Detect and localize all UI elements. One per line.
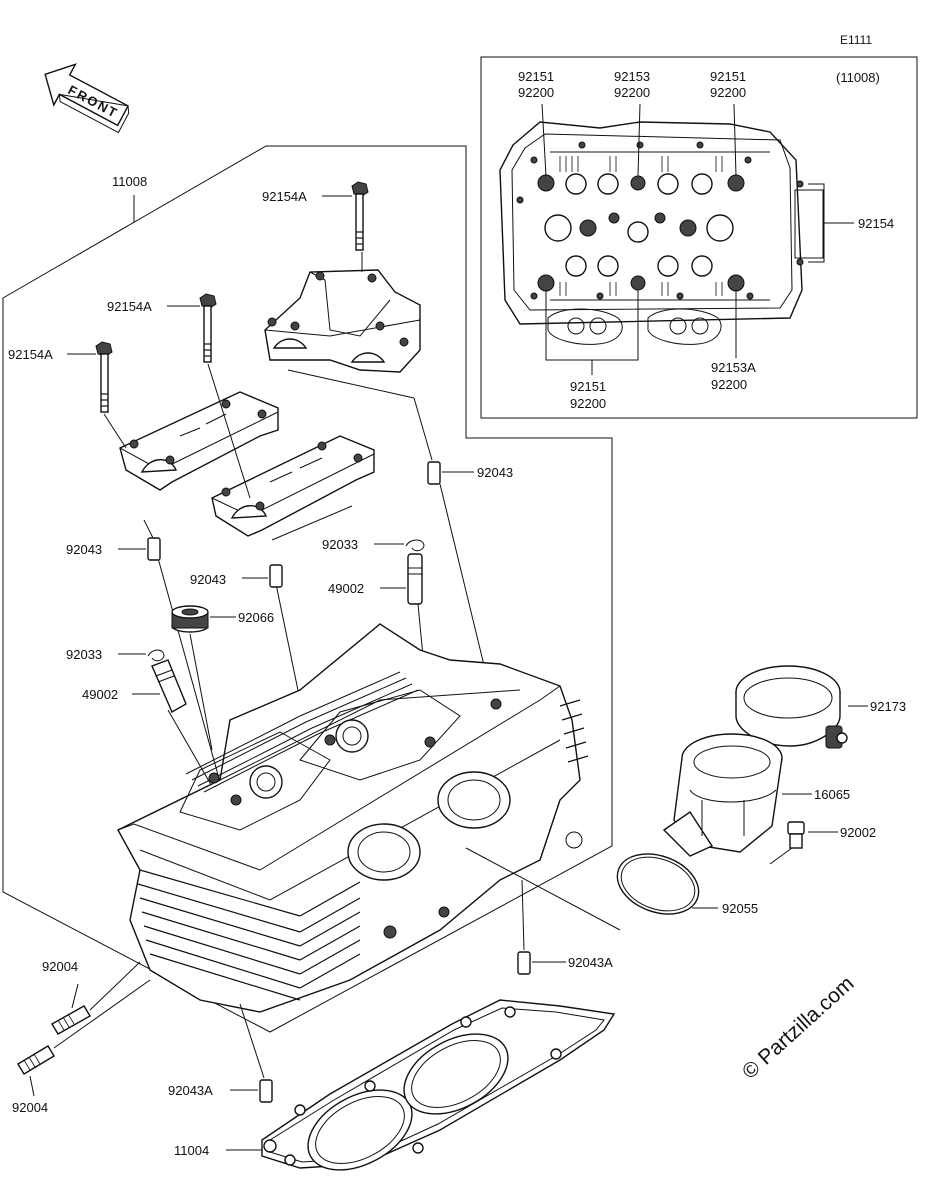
- label-49002-1: 49002: [328, 581, 364, 596]
- bolt-92154A-left: 92154A: [8, 341, 113, 413]
- valve-guide-49002-b: 49002: [82, 659, 187, 713]
- inset-label-92151-tl: 92151: [518, 69, 554, 84]
- label-11008: 11008: [112, 174, 147, 189]
- camshaft-holder-upper: [264, 269, 421, 373]
- bolt-92154A-right: 92154A: [262, 181, 369, 251]
- plug-92066: 92066: [171, 605, 274, 633]
- screw-92002: 92002: [769, 821, 876, 865]
- cylinder-head: [117, 623, 589, 1013]
- inset-label-92200-tl: 92200: [518, 85, 554, 100]
- label-92055: 92055: [722, 901, 758, 916]
- dowel-pin-92043-a: 92043: [427, 461, 513, 485]
- inset-label-92200-br: 92200: [711, 377, 747, 392]
- valve-guide-49002-a: 49002: [328, 553, 423, 605]
- inset-label-92200-tr: 92200: [710, 85, 746, 100]
- label-92066: 92066: [238, 610, 274, 625]
- clip-92033-b: 92033: [66, 647, 165, 662]
- label-92033-1: 92033: [322, 537, 358, 552]
- label-92043-2: 92043: [66, 542, 102, 557]
- label-92043A-2: 92043A: [168, 1083, 213, 1098]
- label-92154A-1: 92154A: [262, 189, 307, 204]
- holder-16065: 16065: [662, 733, 850, 857]
- inset-label-92153-tm: 92153: [614, 69, 650, 84]
- assembly-outline-11008: [2, 145, 613, 1033]
- label-92004-2: 92004: [12, 1100, 48, 1115]
- camshaft-cap-right: [211, 435, 375, 537]
- o-ring-92055: 92055: [616, 853, 758, 916]
- label-92002: 92002: [840, 825, 876, 840]
- stud-92004-a: 92004: [42, 959, 141, 1035]
- label-49002-2: 49002: [82, 687, 118, 702]
- head-gasket-11004: 11004: [174, 999, 616, 1171]
- label-92043A-1: 92043A: [568, 955, 613, 970]
- dowel-pin-92043A-b: 92043A: [168, 1003, 273, 1103]
- label-11004: 11004: [174, 1143, 209, 1158]
- inset-ref: (11008): [836, 70, 880, 85]
- dowel-pin-92043A-a: 92043A: [517, 879, 613, 975]
- label-92033-2: 92033: [66, 647, 102, 662]
- label-92154A-2: 92154A: [107, 299, 152, 314]
- stud-92004-b: 92004: [12, 979, 151, 1115]
- inset-label-92153A-br: 92153A: [711, 360, 756, 375]
- inset-label-92154: 92154: [858, 216, 894, 231]
- inset-label-92151-tr: 92151: [710, 69, 746, 84]
- label-92043-3: 92043: [190, 572, 226, 587]
- label-92043-1: 92043: [477, 465, 513, 480]
- label-92004-1: 92004: [42, 959, 78, 974]
- inset-label-92151-bl: 92151: [570, 379, 606, 394]
- inset-label-92200-tm: 92200: [614, 85, 650, 100]
- dowel-pin-92043-c: 92043: [190, 564, 283, 588]
- inset-label-92200-bl: 92200: [570, 396, 606, 411]
- camshaft-cap-left: [119, 391, 279, 491]
- watermark: © Partzilla.com: [738, 972, 859, 1084]
- inset-bolt-heads: [537, 174, 745, 292]
- bolt-92154A-mid: 92154A: [107, 293, 217, 363]
- clip-92033-a: 92033: [322, 537, 425, 552]
- diagram-id: E1111: [840, 33, 872, 47]
- inset-panel: (11008): [480, 56, 918, 419]
- label-92173: 92173: [870, 699, 906, 714]
- label-16065: 16065: [814, 787, 850, 802]
- clamp-92173: 92173: [735, 665, 906, 749]
- label-92154A-3: 92154A: [8, 347, 53, 362]
- front-arrow-icon: FRONT: [44, 63, 130, 134]
- dowel-pin-92043-b: 92043: [66, 537, 161, 561]
